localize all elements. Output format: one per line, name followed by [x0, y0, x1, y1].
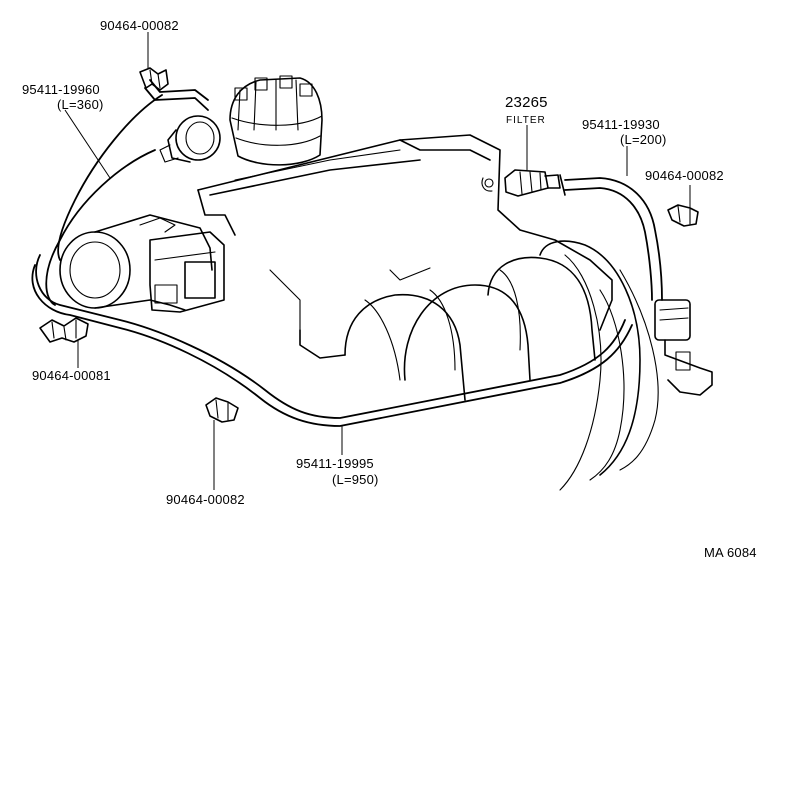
label-clip-right: 90464-00082 — [645, 168, 724, 183]
diagram-code: MA 6084 — [704, 545, 757, 560]
hose-95411-19995 — [31, 254, 633, 427]
leader-lines — [64, 32, 691, 490]
label-hose-right-length: (L=200) — [620, 132, 667, 147]
label-hose-right: 95411-19930 — [582, 117, 660, 132]
clip-left-icon — [39, 317, 89, 343]
label-clip-left: 90464-00081 — [32, 368, 111, 383]
label-hose-top-left-length: (L=360) — [57, 97, 104, 112]
hose-95411-19960 — [45, 79, 209, 306]
hose-95411-19930 — [559, 174, 663, 301]
label-filter-word: FILTER — [506, 115, 546, 126]
label-hose-bottom-length: (L=950) — [332, 472, 379, 487]
label-filter-part: 23265 — [505, 94, 548, 111]
vacuum-actuator — [654, 299, 713, 396]
distributor-cap — [229, 75, 323, 166]
vacuum-filter — [504, 169, 561, 197]
label-hose-bottom: 95411-19995 — [296, 456, 374, 471]
label-clip-top-left: 90464-00082 — [100, 18, 179, 33]
label-hose-top-left: 95411-19960 — [22, 82, 100, 97]
throttle-body — [59, 214, 225, 313]
clip-top-left-icon — [139, 67, 169, 91]
label-clip-bottom: 90464-00082 — [166, 492, 245, 507]
clip-bottom-icon — [205, 397, 239, 423]
clip-right-icon — [667, 204, 699, 227]
vacuum-advance-unit — [159, 115, 221, 163]
intake-manifold — [197, 134, 659, 491]
